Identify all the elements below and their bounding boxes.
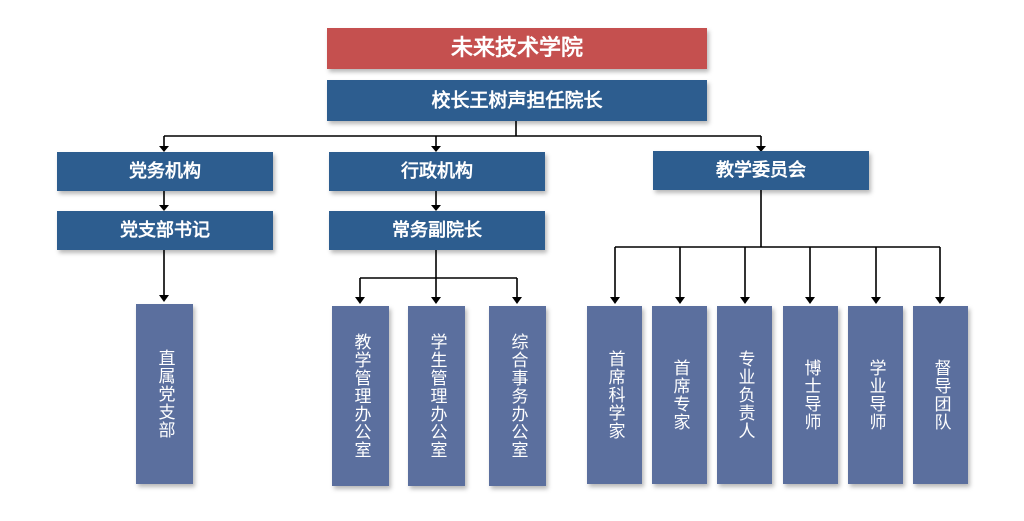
arrow-to-student-office [431,297,441,304]
supervision-team-node: 督导团队 [913,306,968,484]
major-leader-node: 专业负责人 [717,306,772,484]
chief-scientist-box [587,306,642,484]
chief-expert-label: 首席专家 [670,359,691,431]
dean-box [327,80,707,121]
major-leader-label: 专业负责人 [735,350,756,440]
teaching-office-node: 教学管理办公室 [332,306,389,486]
teaching-committee-node: 教学委员会 [653,151,869,190]
general-office-box [489,306,546,486]
college-title-label: 未来技术学院 [451,35,583,61]
arrow-to-vice-dean [431,205,441,211]
student-office-box [408,306,465,486]
party-affairs-label: 党务机构 [129,160,201,182]
chief-scientist-node: 首席科学家 [587,306,642,484]
party-branch-box [136,304,193,484]
teaching-office-label: 教学管理办公室 [351,333,372,459]
teaching-committee-box [653,151,869,190]
academic-supervisor-box [848,306,903,484]
administration-node: 行政机构 [329,152,545,191]
arrow-to-academic-supervisor [871,297,881,304]
party-affairs-box [57,152,273,191]
teaching-office-box [332,306,389,486]
arrow-to-chief-expert [675,297,685,304]
party-branch-label: 直属党支部 [155,349,176,439]
teaching-committee-label: 教学委员会 [716,159,806,181]
student-office-node: 学生管理办公室 [408,306,465,486]
academic-supervisor-label: 学业导师 [866,359,886,431]
party-secretary-label: 党支部书记 [120,219,210,241]
chief-expert-node: 首席专家 [652,306,707,484]
arrow-to-admin [431,146,441,152]
college-title-node: 未来技术学院 [327,28,707,69]
administration-label: 行政机构 [400,160,473,182]
vice-dean-node: 常务副院长 [329,211,545,250]
supervision-team-label: 督导团队 [931,359,952,431]
arrow-to-teaching [756,146,766,152]
phd-supervisor-node: 博士导师 [783,306,838,484]
party-branch-node: 直属党支部 [136,304,193,484]
administration-box [329,152,545,191]
general-office-label: 综合事务办公室 [508,333,529,459]
phd-supervisor-label: 博士导师 [801,359,822,431]
dean-label: 校长王树声担任院长 [431,89,603,112]
arrow-to-supervision-team [935,297,945,304]
college-title-box [327,28,707,69]
arrow-to-chief-scientist [610,297,620,304]
arrow-to-general-office [512,297,522,304]
phd-supervisor-box [783,306,838,484]
party-affairs-node: 党务机构 [57,152,273,191]
general-office-node: 综合事务办公室 [489,306,546,486]
arrow-to-phd-supervisor [805,297,815,304]
arrow-to-teaching-office [355,297,365,304]
student-office-label: 学生管理办公室 [427,333,448,459]
major-leader-box [717,306,772,484]
dean-node: 校长王树声担任院长 [327,80,707,121]
chief-scientist-label: 首席科学家 [605,350,626,440]
arrow-to-party [159,146,169,152]
chief-expert-box [652,306,707,484]
supervision-team-box [913,306,968,484]
arrow-to-major-leader [740,297,750,304]
vice-dean-label: 常务副院长 [392,219,483,241]
academic-supervisor-node: 学业导师 [848,306,903,484]
arrow-to-party-branch [159,295,169,302]
party-secretary-node: 党支部书记 [57,211,273,250]
party-secretary-box [57,211,273,250]
connectors [159,121,945,304]
vice-dean-box [329,211,545,250]
arrow-to-party-secretary [159,205,169,211]
